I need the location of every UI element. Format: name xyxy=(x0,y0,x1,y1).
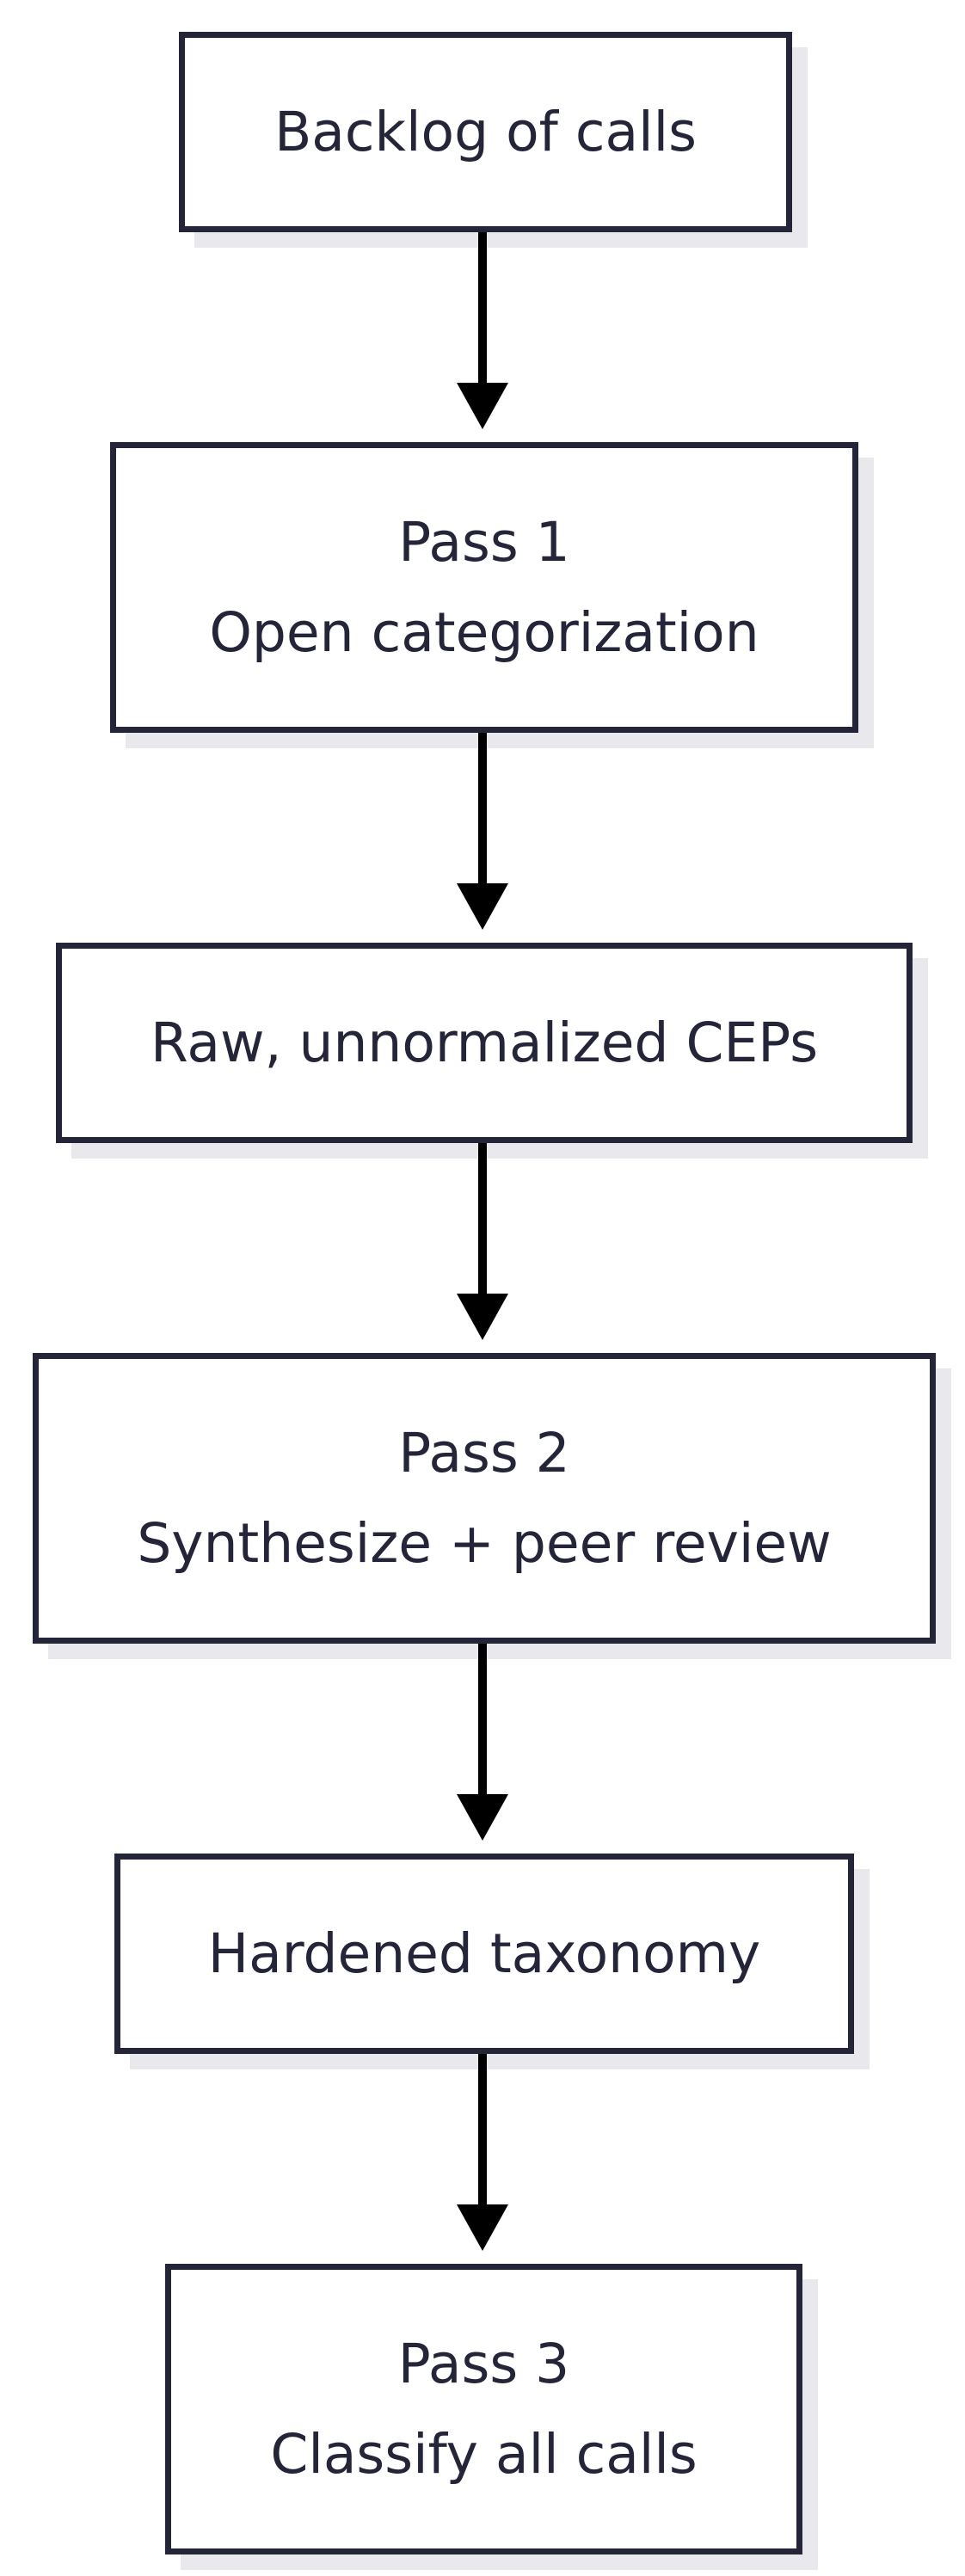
node-pass1-title: Pass 1 xyxy=(398,511,570,574)
node-pass2-subtitle: Synthesize + peer review xyxy=(137,1512,832,1575)
edge-taxonomy-to-pass3-line xyxy=(478,2054,487,2204)
node-raw-ceps: Raw, unnormalized CEPs xyxy=(56,943,913,1143)
edge-pass2-to-taxonomy-line xyxy=(478,1644,487,1794)
edge-pass2-to-taxonomy-arrowhead xyxy=(457,1794,508,1841)
node-pass1-subtitle: Open categorization xyxy=(209,601,759,664)
edge-pass1-to-raw-ceps-arrowhead xyxy=(457,883,508,930)
node-backlog: Backlog of calls xyxy=(179,32,792,232)
node-raw-ceps-label: Raw, unnormalized CEPs xyxy=(150,1011,819,1074)
edge-backlog-to-pass1-line xyxy=(478,232,487,383)
node-taxonomy: Hardened taxonomy xyxy=(114,1854,854,2054)
edge-pass1-to-raw-ceps-line xyxy=(478,733,487,883)
edge-raw-ceps-to-pass2-arrowhead xyxy=(457,1294,508,1340)
node-pass2-title: Pass 2 xyxy=(398,1422,570,1485)
node-pass3: Pass 3 Classify all calls xyxy=(165,2264,802,2554)
node-taxonomy-label: Hardened taxonomy xyxy=(207,1922,761,1985)
node-pass3-subtitle: Classify all calls xyxy=(270,2423,698,2486)
node-backlog-label: Backlog of calls xyxy=(274,101,697,163)
edge-backlog-to-pass1-arrowhead xyxy=(457,383,508,429)
node-pass1: Pass 1 Open categorization xyxy=(110,442,858,733)
node-pass2: Pass 2 Synthesize + peer review xyxy=(33,1353,936,1644)
node-pass3-title: Pass 3 xyxy=(397,2333,570,2395)
edge-taxonomy-to-pass3-arrowhead xyxy=(457,2204,508,2251)
edge-raw-ceps-to-pass2-line xyxy=(478,1143,487,1294)
